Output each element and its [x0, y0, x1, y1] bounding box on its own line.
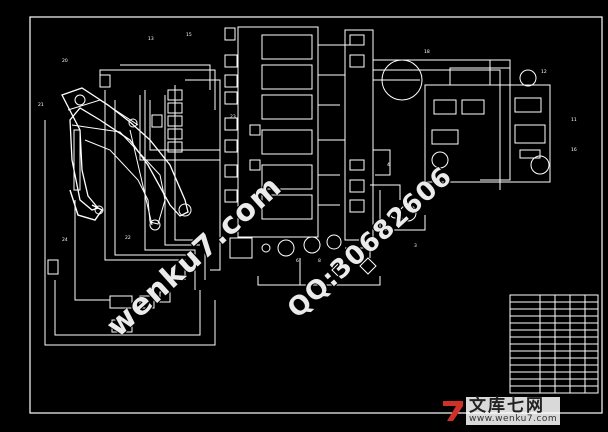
svg-text:16: 16 [571, 147, 577, 153]
part-labels: 13 15 20 21 18 12 11 16 22 24 3 4 6 8 9 … [38, 32, 577, 264]
pump-group [229, 234, 381, 286]
svg-text:21: 21 [38, 102, 44, 108]
brand-text: 文库七网 www.wenku7.com [466, 396, 561, 425]
right-valve-column [344, 29, 511, 241]
svg-text:4: 4 [387, 162, 390, 168]
svg-text:22: 22 [125, 235, 131, 241]
svg-text:20: 20 [62, 58, 68, 64]
svg-text:13: 13 [148, 36, 154, 42]
control-valve-column [139, 79, 221, 271]
main-valve-stack [224, 26, 350, 238]
svg-text:15: 15 [186, 32, 192, 38]
svg-text:3: 3 [414, 243, 417, 249]
seven-logo-icon [442, 399, 464, 423]
svg-text:11: 11 [571, 117, 577, 123]
svg-text:8: 8 [318, 258, 321, 264]
svg-text:9: 9 [352, 258, 355, 264]
left-pipework [44, 64, 216, 346]
svg-text:24: 24 [62, 237, 68, 243]
brand-badge[interactable]: 文库七网 www.wenku7.com [442, 394, 602, 428]
svg-text:18: 18 [424, 49, 430, 55]
brand-url: www.wenku7.com [469, 414, 558, 424]
svg-text:6: 6 [296, 258, 299, 264]
right-manifold [424, 60, 551, 183]
excavator-arm [61, 87, 192, 231]
svg-text:23: 23 [230, 114, 236, 120]
title-block [509, 294, 599, 394]
svg-text:12: 12 [541, 69, 547, 75]
brand-name: 文库七网 [469, 396, 545, 416]
drawing-border [29, 16, 603, 414]
